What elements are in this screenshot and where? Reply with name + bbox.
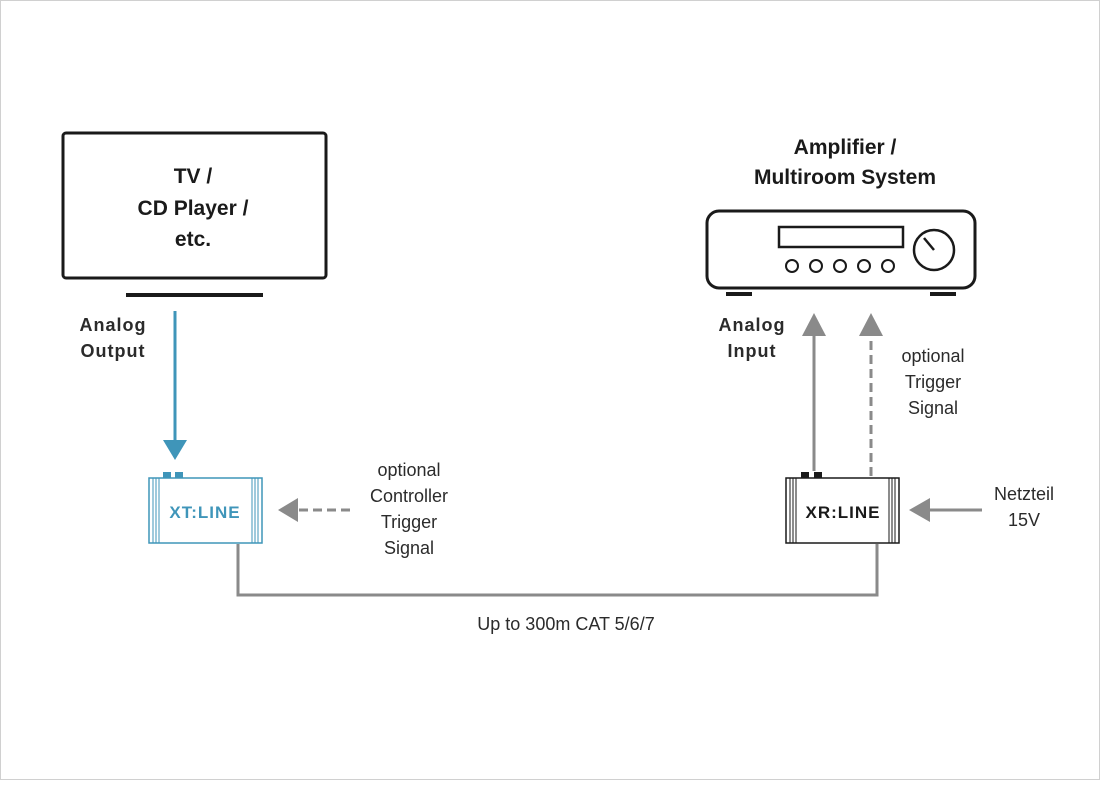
trigger-line-3: Signal [908,398,958,418]
analog-output-arrow [163,311,187,460]
controller-trigger-arrow [278,498,350,522]
transmitter-label: XT:LINE [169,503,240,522]
analog-output-line-2: Output [81,341,146,361]
amplifier-title-line-1: Amplifier / [794,136,897,159]
controller-trigger-line-2: Controller [370,486,448,506]
power-label: Netzteil 15V [994,484,1054,530]
source-label-line-3: etc. [175,228,211,251]
controller-trigger-line-1: optional [377,460,440,480]
receiver-label: XR:LINE [806,503,881,522]
cable-label: Up to 300m CAT 5/6/7 [477,614,654,634]
source-label-line-2: CD Player / [138,197,249,220]
power-line-1: Netzteil [994,484,1054,504]
analog-output-line-1: Analog [80,315,147,335]
receiver-device: XR:LINE [785,472,900,544]
controller-trigger-line-3: Trigger [381,512,437,532]
tv-icon [61,131,328,297]
amplifier-title-line-2: Multiroom System [754,166,936,189]
analog-output-label: Analog Output [80,315,147,361]
amplifier-title: Amplifier / Multiroom System [754,136,936,189]
transmitter-device: XT:LINE [148,472,263,544]
trigger-label: optional Trigger Signal [901,346,964,418]
analog-input-line-2: Input [728,341,777,361]
analog-input-label: Analog Input [719,315,786,361]
power-line-2: 15V [1008,510,1040,530]
trigger-line-1: optional [901,346,964,366]
amplifier-icon [705,209,977,296]
trigger-arrow [859,313,883,476]
analog-input-line-1: Analog [719,315,786,335]
analog-input-arrow [802,313,826,471]
trigger-line-2: Trigger [905,372,961,392]
cat-cable-line [236,544,879,597]
source-device-label: TV / CD Player / etc. [138,165,249,251]
power-arrow [909,498,982,522]
controller-trigger-label: optional Controller Trigger Signal [370,460,448,558]
source-label-line-1: TV / [174,165,213,188]
controller-trigger-line-4: Signal [384,538,434,558]
